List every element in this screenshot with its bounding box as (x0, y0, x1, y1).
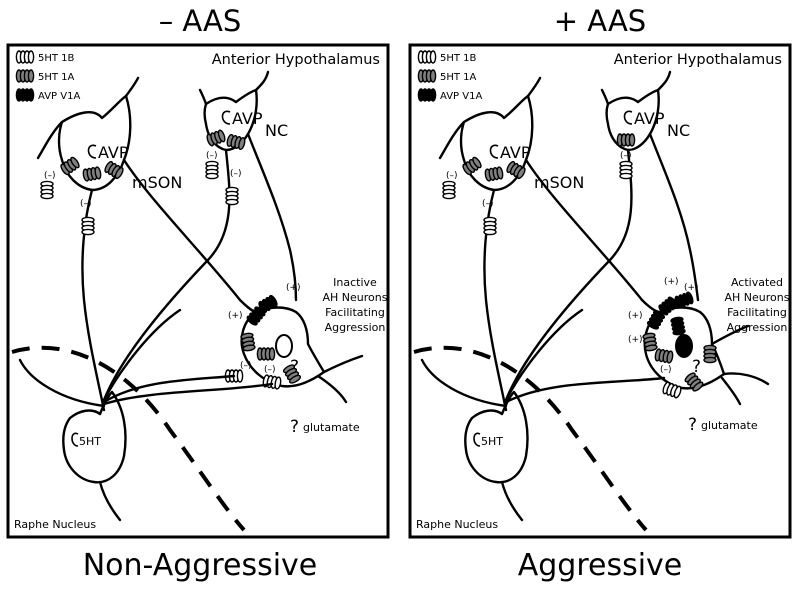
5ht1a-receptor-icon (239, 331, 257, 353)
region-anterior-hypothalamus: Anterior Hypothalamus (614, 52, 782, 68)
nc-avp-label: AVP (232, 109, 263, 128)
5ht1a-receptor-icon (81, 165, 103, 183)
5ht1a-receptor-icon (102, 159, 126, 181)
outcome-label: Aggressive (518, 548, 683, 583)
panel-heading: + AAS (554, 4, 646, 38)
axon-projections (18, 132, 298, 412)
excitation-sign: (+) (628, 335, 643, 345)
inhibition-sign: (–) (660, 365, 672, 375)
5ht1a-receptor-icon (641, 331, 659, 353)
5ht1a-receptor-icon (616, 133, 636, 147)
legend-label-avpv1a: AVP V1A (38, 91, 80, 102)
excitation-sign: (+) (228, 311, 243, 321)
legend: 5HT 1B 5HT 1A AVP V1A (417, 50, 482, 102)
panel-heading: – AAS (159, 4, 242, 38)
inhibition-sign: (–) (620, 151, 632, 161)
region-raphe-nucleus: Raphe Nucleus (416, 518, 498, 531)
5ht1b-receptor-icon (661, 380, 683, 400)
legend-5ht1a-icon (417, 69, 437, 83)
outcome-label: Non-Aggressive (83, 548, 318, 583)
target-label-line-4: Aggression (727, 321, 788, 334)
legend-label-5ht1b: 5HT 1B (38, 53, 75, 64)
mson-avp-label: AVP (500, 143, 531, 162)
5ht1b-receptor-icon (205, 160, 219, 180)
5ht1b-receptor-icon (225, 186, 239, 206)
raphe-boundary (11, 345, 246, 532)
inhibition-sign: (–) (240, 361, 252, 371)
target-label-line-1: Inactive (333, 276, 377, 289)
5ht1b-receptor-icon (619, 160, 633, 180)
panel-left: – AAS 5HT 1B 5HT 1A AVP V1A Anterior Hyp… (6, 4, 390, 583)
question-mark: ? (692, 357, 701, 377)
legend-label-avpv1a: AVP V1A (440, 91, 482, 102)
5ht1b-receptor-icon (40, 180, 54, 200)
nc-avp-label: AVP (634, 109, 665, 128)
nc-label: NC (265, 121, 288, 140)
excitation-sign: (+) (684, 283, 699, 293)
5ht1b-receptor-icon (483, 216, 497, 236)
raphe-boundary (413, 345, 648, 532)
excitation-sign: (+) (628, 311, 643, 321)
nc-neuron: AVP NC (600, 70, 690, 152)
5ht1a-receptor-icon (653, 347, 675, 365)
5ht1a-receptor-icon (483, 165, 505, 183)
avp-v1a-receptor-icon (669, 315, 687, 337)
inhibition-sign: (–) (44, 171, 56, 181)
ah-target-neuron: ? (641, 290, 770, 406)
legend-label-5ht1b: 5HT 1B (440, 53, 477, 64)
ah-target-neuron: ? (224, 293, 364, 404)
region-anterior-hypothalamus: Anterior Hypothalamus (212, 52, 380, 68)
target-label-line-3: Facilitating (325, 306, 385, 319)
mson-avp-label: AVP (98, 143, 129, 162)
panel-right: + AAS 5HT 1B 5HT 1A AVP V1A Anterior Hyp… (408, 4, 792, 583)
glutamate-label: glutamate (303, 421, 360, 434)
glutamate-question-mark: ? (290, 417, 299, 437)
glutamate-question-mark: ? (688, 415, 697, 435)
legend: 5HT 1B 5HT 1A AVP V1A (15, 50, 80, 102)
inhibition-sign: (–) (230, 169, 242, 179)
target-label-line-2: AH Neurons (725, 291, 790, 304)
excitation-sign: (+) (286, 283, 301, 293)
5ht1b-receptor-icon (81, 216, 95, 236)
nc-label: NC (667, 121, 690, 140)
inhibition-sign: (–) (80, 199, 92, 209)
5ht1a-receptor-icon (504, 159, 528, 181)
legend-avpv1a-icon (15, 88, 35, 102)
5ht-label: 5HT (481, 435, 503, 448)
target-label-line-4: Aggression (325, 321, 386, 334)
inhibition-sign: (–) (264, 365, 276, 375)
inhibition-sign: (–) (482, 199, 494, 209)
target-label-line-2: AH Neurons (323, 291, 388, 304)
inhibition-sign: (–) (446, 171, 458, 181)
5ht-label: 5HT (79, 435, 101, 448)
5ht-neuron: 5HT (62, 390, 127, 522)
legend-label-5ht1a: 5HT 1A (38, 72, 75, 83)
5ht1a-receptor-icon (256, 347, 276, 361)
panel-frame (6, 43, 390, 539)
nc-neuron: AVP NC (198, 70, 288, 152)
legend-5ht1b-icon (15, 50, 35, 64)
target-label-line-1: Activated (731, 276, 783, 289)
inhibition-sign: (–) (206, 151, 218, 161)
legend-5ht1b-icon (417, 50, 437, 64)
legend-avpv1a-icon (417, 88, 437, 102)
5ht1b-receptor-icon (261, 373, 283, 391)
5ht1b-receptor-icon (442, 180, 456, 200)
glutamate-label: glutamate (701, 419, 758, 432)
region-raphe-nucleus: Raphe Nucleus (14, 518, 96, 531)
5ht-neuron: 5HT (464, 390, 529, 522)
panel-frame (408, 43, 792, 539)
legend-5ht1a-icon (15, 69, 35, 83)
legend-label-5ht1a: 5HT 1A (440, 72, 477, 83)
5ht1a-receptor-icon (225, 133, 247, 151)
excitation-sign: (+) (664, 277, 679, 287)
target-label-line-3: Facilitating (727, 306, 787, 319)
5ht1a-receptor-icon (703, 344, 717, 364)
